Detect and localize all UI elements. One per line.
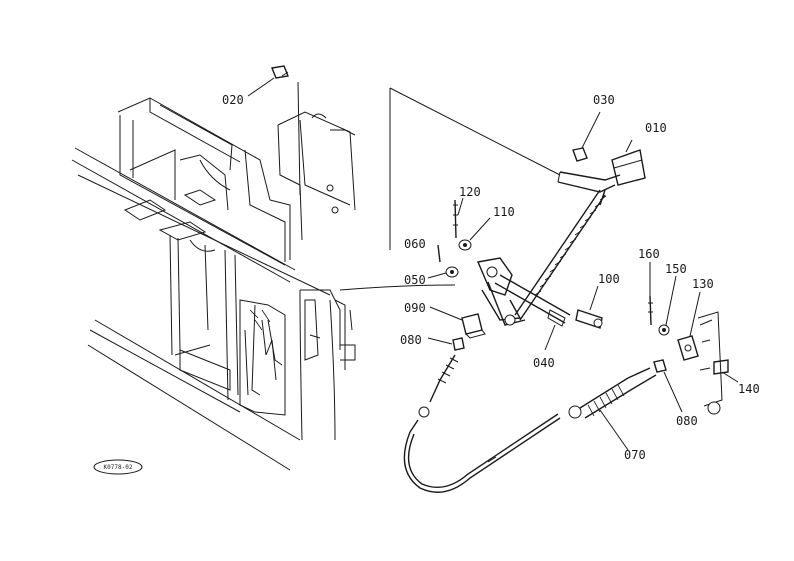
leader-090 [429, 306, 463, 321]
leader-080-right [663, 371, 683, 413]
label-030: 030 [593, 93, 615, 107]
washer-150 [658, 324, 670, 336]
label-060: 060 [404, 237, 426, 251]
block-090 [461, 313, 486, 339]
label-090: 090 [404, 301, 426, 315]
pin-160 [648, 295, 653, 326]
leader-110 [469, 217, 491, 241]
leader-070 [599, 409, 629, 451]
label-100: 100 [598, 272, 620, 286]
accelerator-pedal-010 [557, 149, 646, 206]
leader-100 [589, 285, 599, 311]
label-120: 120 [459, 185, 481, 199]
leader-020 [247, 77, 275, 97]
label-110: 110 [493, 205, 515, 219]
throttle-cable-070 [339, 284, 657, 493]
leader-130 [689, 291, 701, 337]
washer-110 [458, 239, 472, 251]
label-080-right: 080 [676, 414, 698, 428]
leader-150 [665, 275, 677, 326]
frame-assembly [71, 97, 356, 471]
bolt-020 [271, 65, 301, 196]
label-150: 150 [665, 262, 687, 276]
pin-120 [453, 199, 458, 239]
bracket-130 [677, 311, 723, 415]
washer-050 [445, 266, 459, 278]
background-panel [389, 87, 561, 250]
reference-code-badge: K0778-02 [93, 459, 143, 475]
nut-080-right [653, 359, 667, 373]
nut-030 [572, 147, 588, 162]
lever-assembly [477, 257, 526, 326]
label-020: 020 [222, 93, 244, 107]
label-010: 010 [645, 121, 667, 135]
pin-140 [713, 359, 729, 375]
label-080-left: 080 [400, 333, 422, 347]
leader-140 [721, 371, 739, 383]
label-160: 160 [638, 247, 660, 261]
pedal-rod [514, 189, 607, 321]
leader-010 [625, 139, 633, 153]
label-050: 050 [404, 273, 426, 287]
label-070: 070 [624, 448, 646, 462]
label-140: 140 [738, 382, 760, 396]
label-130: 130 [692, 277, 714, 291]
pin-060 [437, 244, 441, 263]
pin-100 [575, 309, 603, 329]
leader-040 [544, 324, 556, 351]
leader-030 [581, 111, 601, 149]
reference-code: K0778-02 [104, 464, 133, 471]
nut-080-left [452, 337, 465, 351]
mounting-bracket [277, 111, 356, 241]
label-040: 040 [533, 356, 555, 370]
leader-050 [427, 272, 447, 279]
leader-120 [457, 197, 464, 216]
leader-080-left [427, 337, 453, 345]
